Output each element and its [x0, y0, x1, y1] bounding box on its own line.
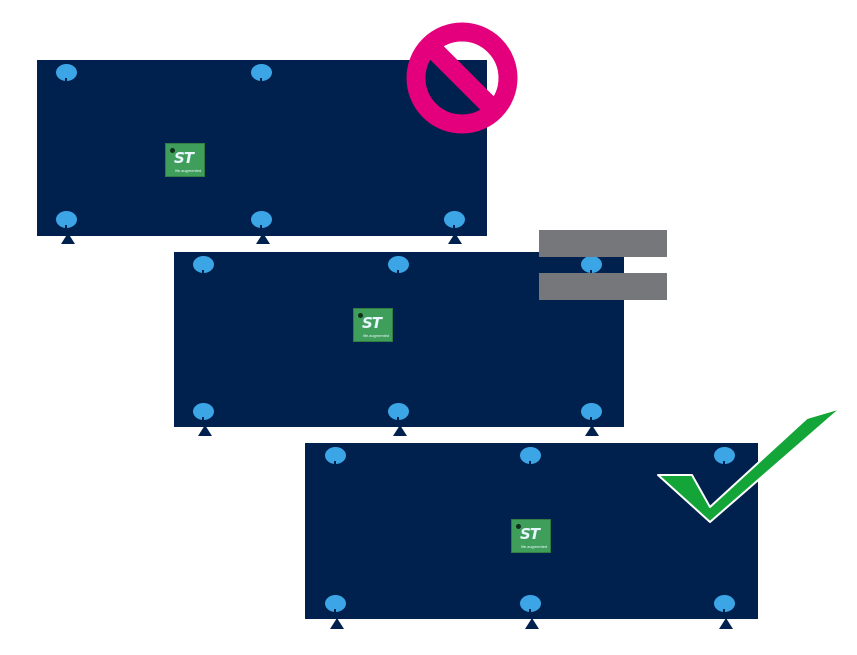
st-logo: ST [174, 149, 194, 167]
mounting-hole [581, 403, 602, 421]
support-post [256, 233, 270, 244]
mounting-hole [714, 595, 735, 613]
mounting-hole [388, 403, 409, 421]
st-tagline: life.augmented [175, 168, 202, 173]
equals-bar-top [539, 230, 667, 257]
mounting-hole [193, 256, 214, 274]
support-post [393, 425, 407, 436]
mounting-hole [520, 595, 541, 613]
st-tagline: life.augmented [363, 333, 390, 338]
mounting-hole [193, 403, 214, 421]
support-post [448, 233, 462, 244]
equals-bar-bottom [539, 273, 667, 300]
st-chip: ST life.augmented [165, 143, 205, 177]
support-post [61, 233, 75, 244]
support-post [719, 618, 733, 629]
mounting-hole [714, 447, 735, 465]
checkmark-icon [657, 407, 842, 523]
prohibited-icon [406, 22, 518, 134]
mounting-hole [56, 64, 77, 82]
st-tagline: life.augmented [521, 544, 548, 549]
mounting-hole [325, 447, 346, 465]
mounting-hole [388, 256, 409, 274]
mounting-hole [251, 64, 272, 82]
st-chip: ST life.augmented [353, 308, 393, 342]
mounting-hole [444, 211, 465, 229]
st-logo: ST [362, 314, 382, 332]
support-post [525, 618, 539, 629]
mounting-hole [251, 211, 272, 229]
st-logo: ST [520, 525, 540, 543]
mounting-hole [325, 595, 346, 613]
mounting-hole [581, 256, 602, 274]
support-post [585, 425, 599, 436]
mounting-hole [56, 211, 77, 229]
mounting-hole [520, 447, 541, 465]
support-post [330, 618, 344, 629]
st-chip: ST life.augmented [511, 519, 551, 553]
support-post [198, 425, 212, 436]
